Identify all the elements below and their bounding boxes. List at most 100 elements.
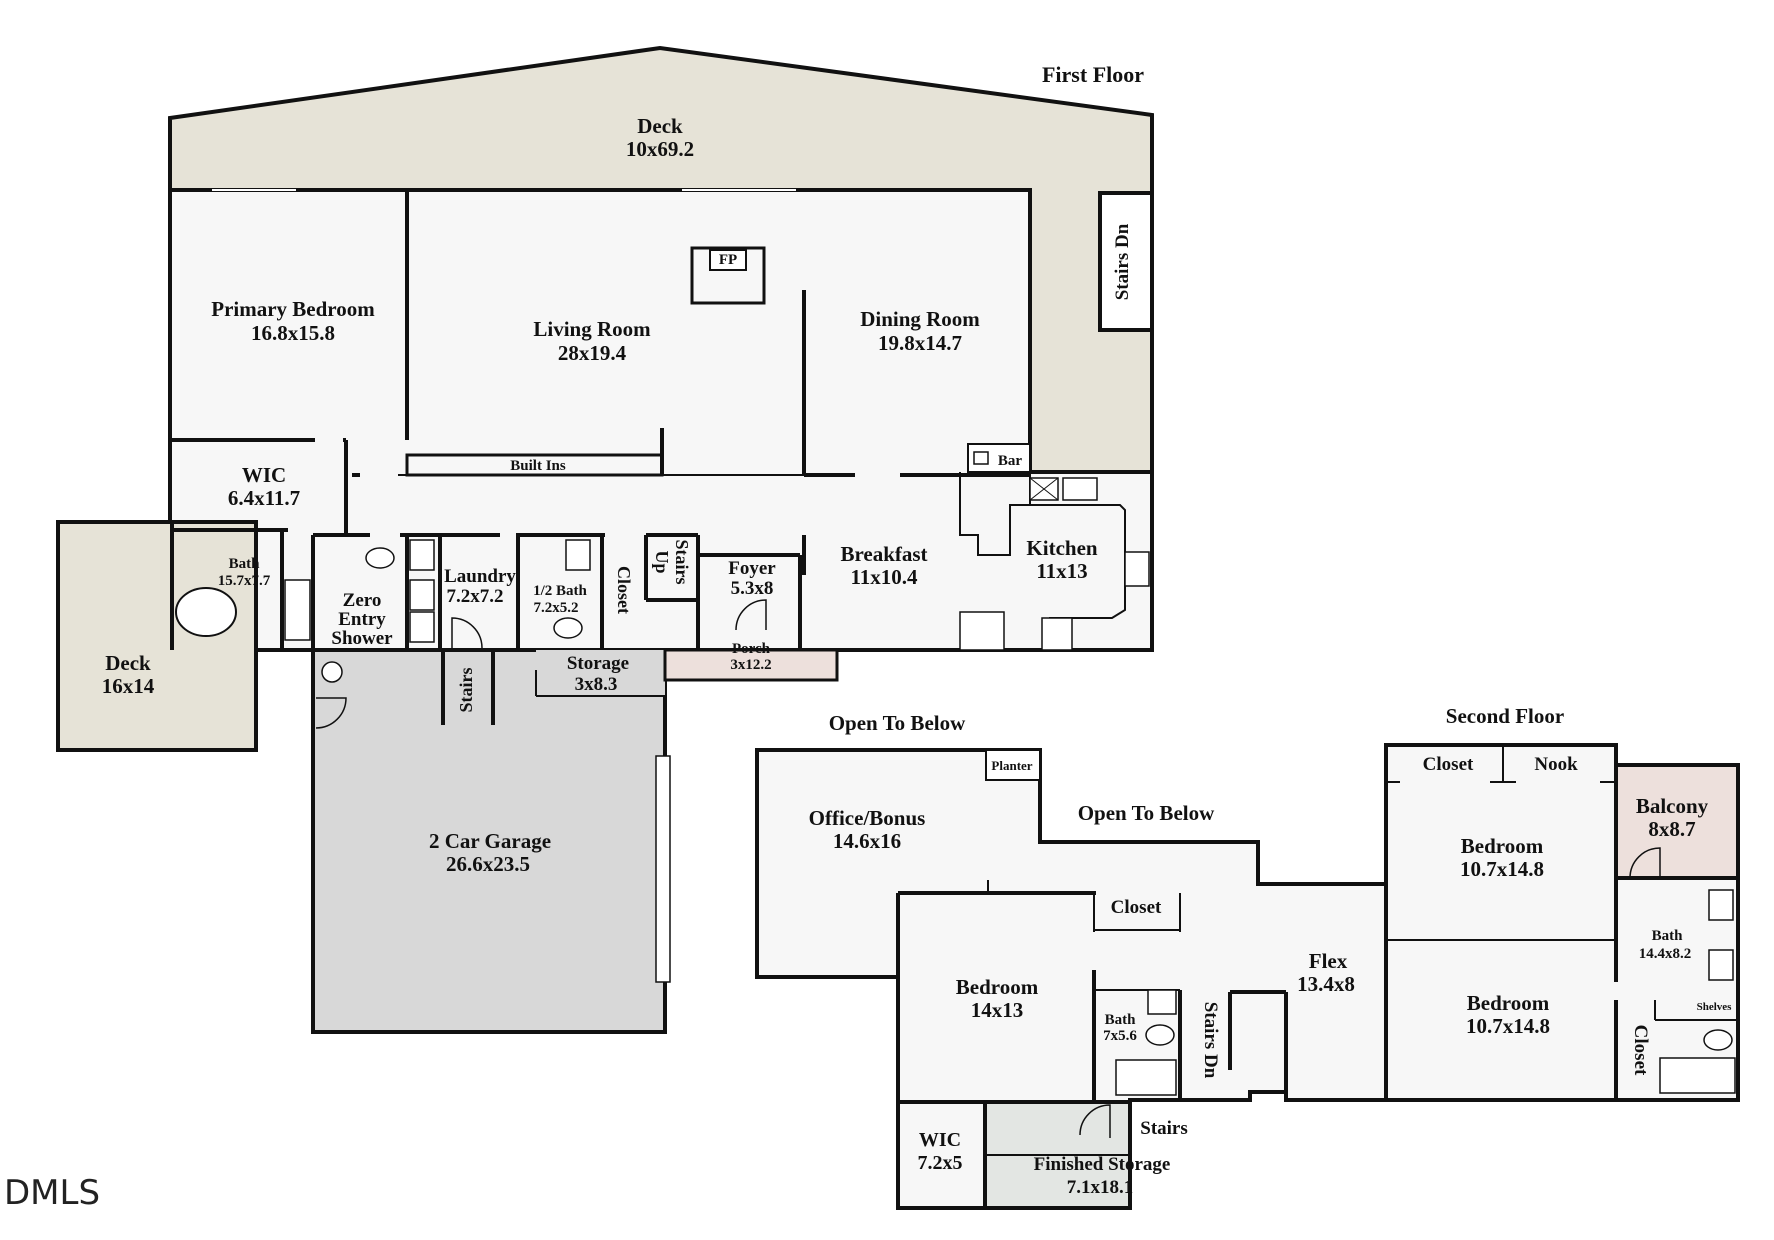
label-stairs-garage: Stairs [456,668,476,713]
svg-text:Zero: Zero [343,590,382,611]
svg-text:7x5.6: 7x5.6 [1103,1028,1137,1044]
second-floor-interior [755,743,1740,1210]
label-nook: Nook [1534,754,1578,775]
room-foyer: Foyer 5.3x8 [728,558,776,599]
svg-text:Bedroom: Bedroom [956,975,1039,999]
svg-text:26.6x23.5: 26.6x23.5 [446,852,530,876]
svg-text:Bath: Bath [1652,928,1684,944]
svg-text:Balcony: Balcony [1636,794,1709,818]
svg-text:Up: Up [652,550,672,573]
room-wic-second: WIC 7.2x5 [918,1129,963,1174]
svg-text:10.7x14.8: 10.7x14.8 [1466,1014,1550,1038]
room-half-bath: 1/2 Bath 7.2x5.2 [533,583,587,616]
room-finished-storage: Finished Storage 7.1x18.1 [1034,1154,1171,1198]
svg-text:Bath: Bath [1105,1012,1137,1028]
room-breakfast: Breakfast 11x10.4 [840,542,927,589]
room-living-room: Living Room 28x19.4 [533,317,651,365]
svg-text:Entry: Entry [338,609,386,630]
room-deck-upper: Deck 10x69.2 [626,114,694,161]
room-office-bonus: Office/Bonus 14.6x16 [809,806,926,853]
label-closet-second-1: Closet [1111,897,1162,918]
room-laundry: Laundry 7.2x7.2 [444,566,516,607]
svg-text:13.4x8: 13.4x8 [1297,972,1355,996]
svg-text:11x10.4: 11x10.4 [850,565,918,589]
planter [985,749,1041,781]
room-balcony: Balcony 8x8.7 [1636,794,1709,841]
room-garage: 2 Car Garage 26.6x23.5 [429,829,551,876]
label-stairs-dn-second: Stairs Dn [1200,1002,1221,1079]
svg-text:Office/Bonus: Office/Bonus [809,806,926,830]
svg-text:7.2x5.2: 7.2x5.2 [534,600,579,616]
svg-text:WIC: WIC [242,463,286,487]
stairs-down-box [1098,191,1154,332]
svg-text:16.8x15.8: 16.8x15.8 [251,321,335,345]
label-closet-first: Closet [614,566,634,614]
svg-text:6.4x11.7: 6.4x11.7 [228,486,300,510]
svg-text:7.2x7.2: 7.2x7.2 [447,586,504,607]
svg-text:Living Room: Living Room [533,317,651,341]
svg-text:2 Car Garage: 2 Car Garage [429,829,551,853]
svg-text:14.6x16: 14.6x16 [833,829,901,853]
svg-text:19.8x14.7: 19.8x14.7 [878,331,962,355]
svg-text:Primary Bedroom: Primary Bedroom [211,297,375,321]
svg-text:1/2 Bath: 1/2 Bath [533,583,587,599]
label-fireplace: FP [719,252,737,268]
svg-text:3x8.3: 3x8.3 [575,674,618,695]
svg-text:7.2x5: 7.2x5 [918,1152,963,1174]
label-stairs-up: Stairs Up [652,540,692,585]
deck-left [56,520,258,752]
svg-text:Bedroom: Bedroom [1461,834,1544,858]
svg-text:Bedroom: Bedroom [1467,991,1550,1015]
svg-text:Finished Storage: Finished Storage [1034,1154,1171,1175]
svg-text:28x19.4: 28x19.4 [558,341,627,365]
svg-text:Porch: Porch [732,641,771,657]
label-planter: Planter [991,758,1032,773]
svg-text:11x13: 11x13 [1036,559,1087,583]
svg-text:5.3x8: 5.3x8 [731,578,774,599]
svg-text:WIC: WIC [919,1129,961,1151]
svg-text:3x12.2: 3x12.2 [730,657,771,673]
storage [536,650,665,696]
mls-watermark: DMLS [4,1173,100,1213]
label-built-ins: Built Ins [510,458,566,474]
svg-text:Shower: Shower [331,628,393,649]
svg-text:Flex: Flex [1309,949,1348,973]
label-open-to-below-1: Open To Below [829,711,966,735]
svg-text:10.7x14.8: 10.7x14.8 [1460,857,1544,881]
svg-text:Deck: Deck [105,651,151,675]
room-flex: Flex 13.4x8 [1297,949,1355,996]
svg-text:Stairs: Stairs [672,540,692,585]
svg-text:15.7x7.7: 15.7x7.7 [218,573,271,589]
svg-text:14x13: 14x13 [971,998,1024,1022]
room-dining-room: Dining Room 19.8x14.7 [860,307,980,355]
svg-text:16x14: 16x14 [102,674,155,698]
svg-text:Deck: Deck [637,114,683,138]
second-floor-title: Second Floor [1446,704,1564,728]
room-porch: Porch 3x12.2 [730,641,771,673]
svg-text:7.1x18.1: 7.1x18.1 [1067,1177,1134,1198]
svg-text:Breakfast: Breakfast [840,542,927,566]
room-bath-second-1: Bath 7x5.6 [1103,1012,1137,1044]
svg-text:10x69.2: 10x69.2 [626,137,694,161]
room-storage: Storage 3x8.3 [567,653,629,695]
label-shelves: Shelves [1697,1001,1733,1013]
svg-text:Dining Room: Dining Room [860,307,980,331]
room-deck-left: Deck 16x14 [102,651,155,698]
room-zero-entry-shower: Zero Entry Shower [331,590,393,649]
porch [663,648,839,682]
room-primary-bedroom: Primary Bedroom 16.8x15.8 [211,297,375,345]
svg-text:Kitchen: Kitchen [1026,536,1097,560]
svg-text:Bath: Bath [229,556,261,572]
label-stairs-second: Stairs [1140,1118,1188,1139]
label-closet-second-3: Closet [1630,1025,1651,1076]
room-bath-primary: Bath 15.7x7.7 [218,556,271,589]
label-open-to-below-2: Open To Below [1078,801,1215,825]
label-closet-second-2: Closet [1423,754,1474,775]
svg-text:14.4x8.2: 14.4x8.2 [1639,946,1692,962]
svg-text:Foyer: Foyer [728,558,776,579]
label-bar: Bar [998,453,1023,469]
first-floor-interior [168,188,1154,652]
svg-text:Storage: Storage [567,653,629,674]
room-wic: WIC 6.4x11.7 [228,463,300,510]
